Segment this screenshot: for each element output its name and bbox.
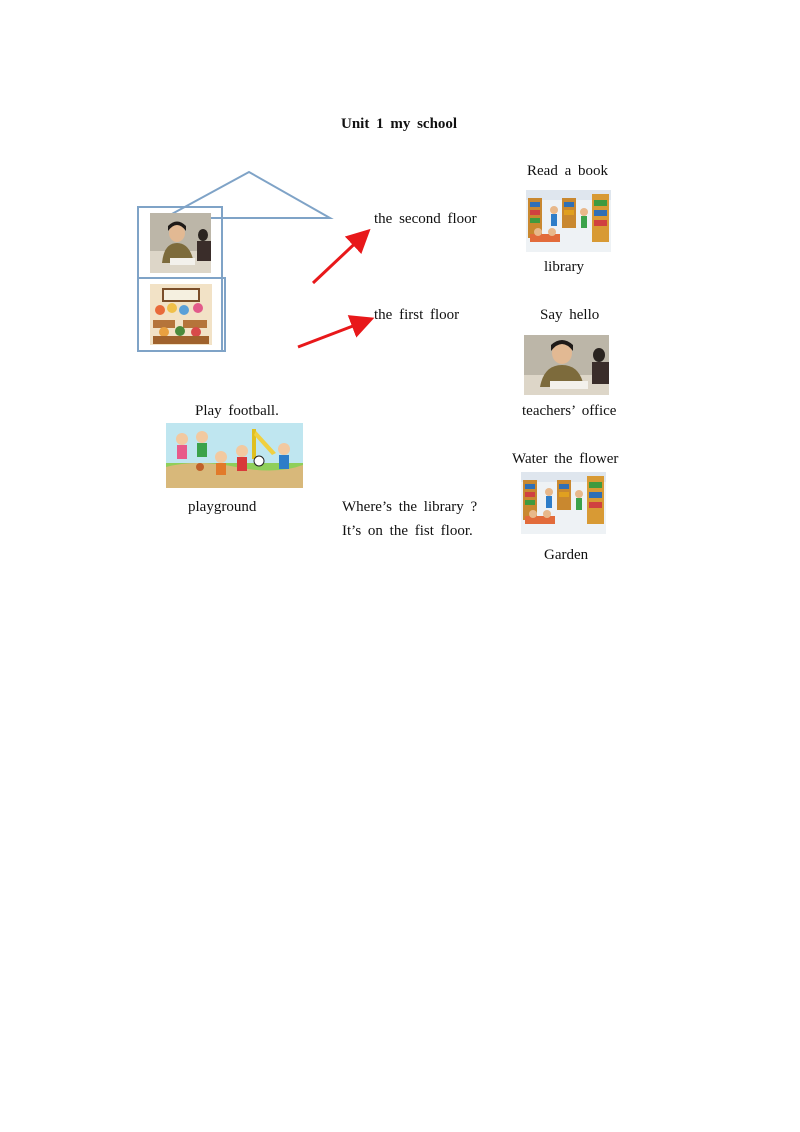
place-library: library (544, 259, 584, 275)
activity-say-hello: Say hello (540, 307, 600, 323)
dialogue-answer: It’s on the fist floor. (342, 523, 473, 539)
place-teachers-office: teachers’ office (522, 403, 617, 419)
arrow-to-second-floor (311, 228, 371, 285)
dialogue-question: Where’s the library ? (342, 499, 478, 515)
page-title: Unit 1 my school (341, 116, 458, 132)
classroom-picture (150, 284, 212, 345)
activity-water-the-flower: Water the flower (512, 451, 619, 467)
second-floor-label: the second floor (374, 211, 477, 227)
place-playground: playground (188, 499, 257, 515)
activity-read-a-book: Read a book (527, 163, 608, 179)
first-floor-frame (137, 277, 226, 352)
activity-play-football: Play football. (195, 403, 279, 419)
building-roof (169, 170, 334, 219)
place-garden: Garden (544, 547, 589, 563)
garden-picture (521, 472, 606, 534)
library-picture (526, 190, 611, 252)
teacher-office-photo-small (150, 213, 211, 273)
teachers-office-picture (524, 335, 609, 395)
arrow-to-first-floor (297, 315, 375, 349)
first-floor-label: the first floor (374, 307, 460, 323)
playground-picture (166, 423, 303, 488)
